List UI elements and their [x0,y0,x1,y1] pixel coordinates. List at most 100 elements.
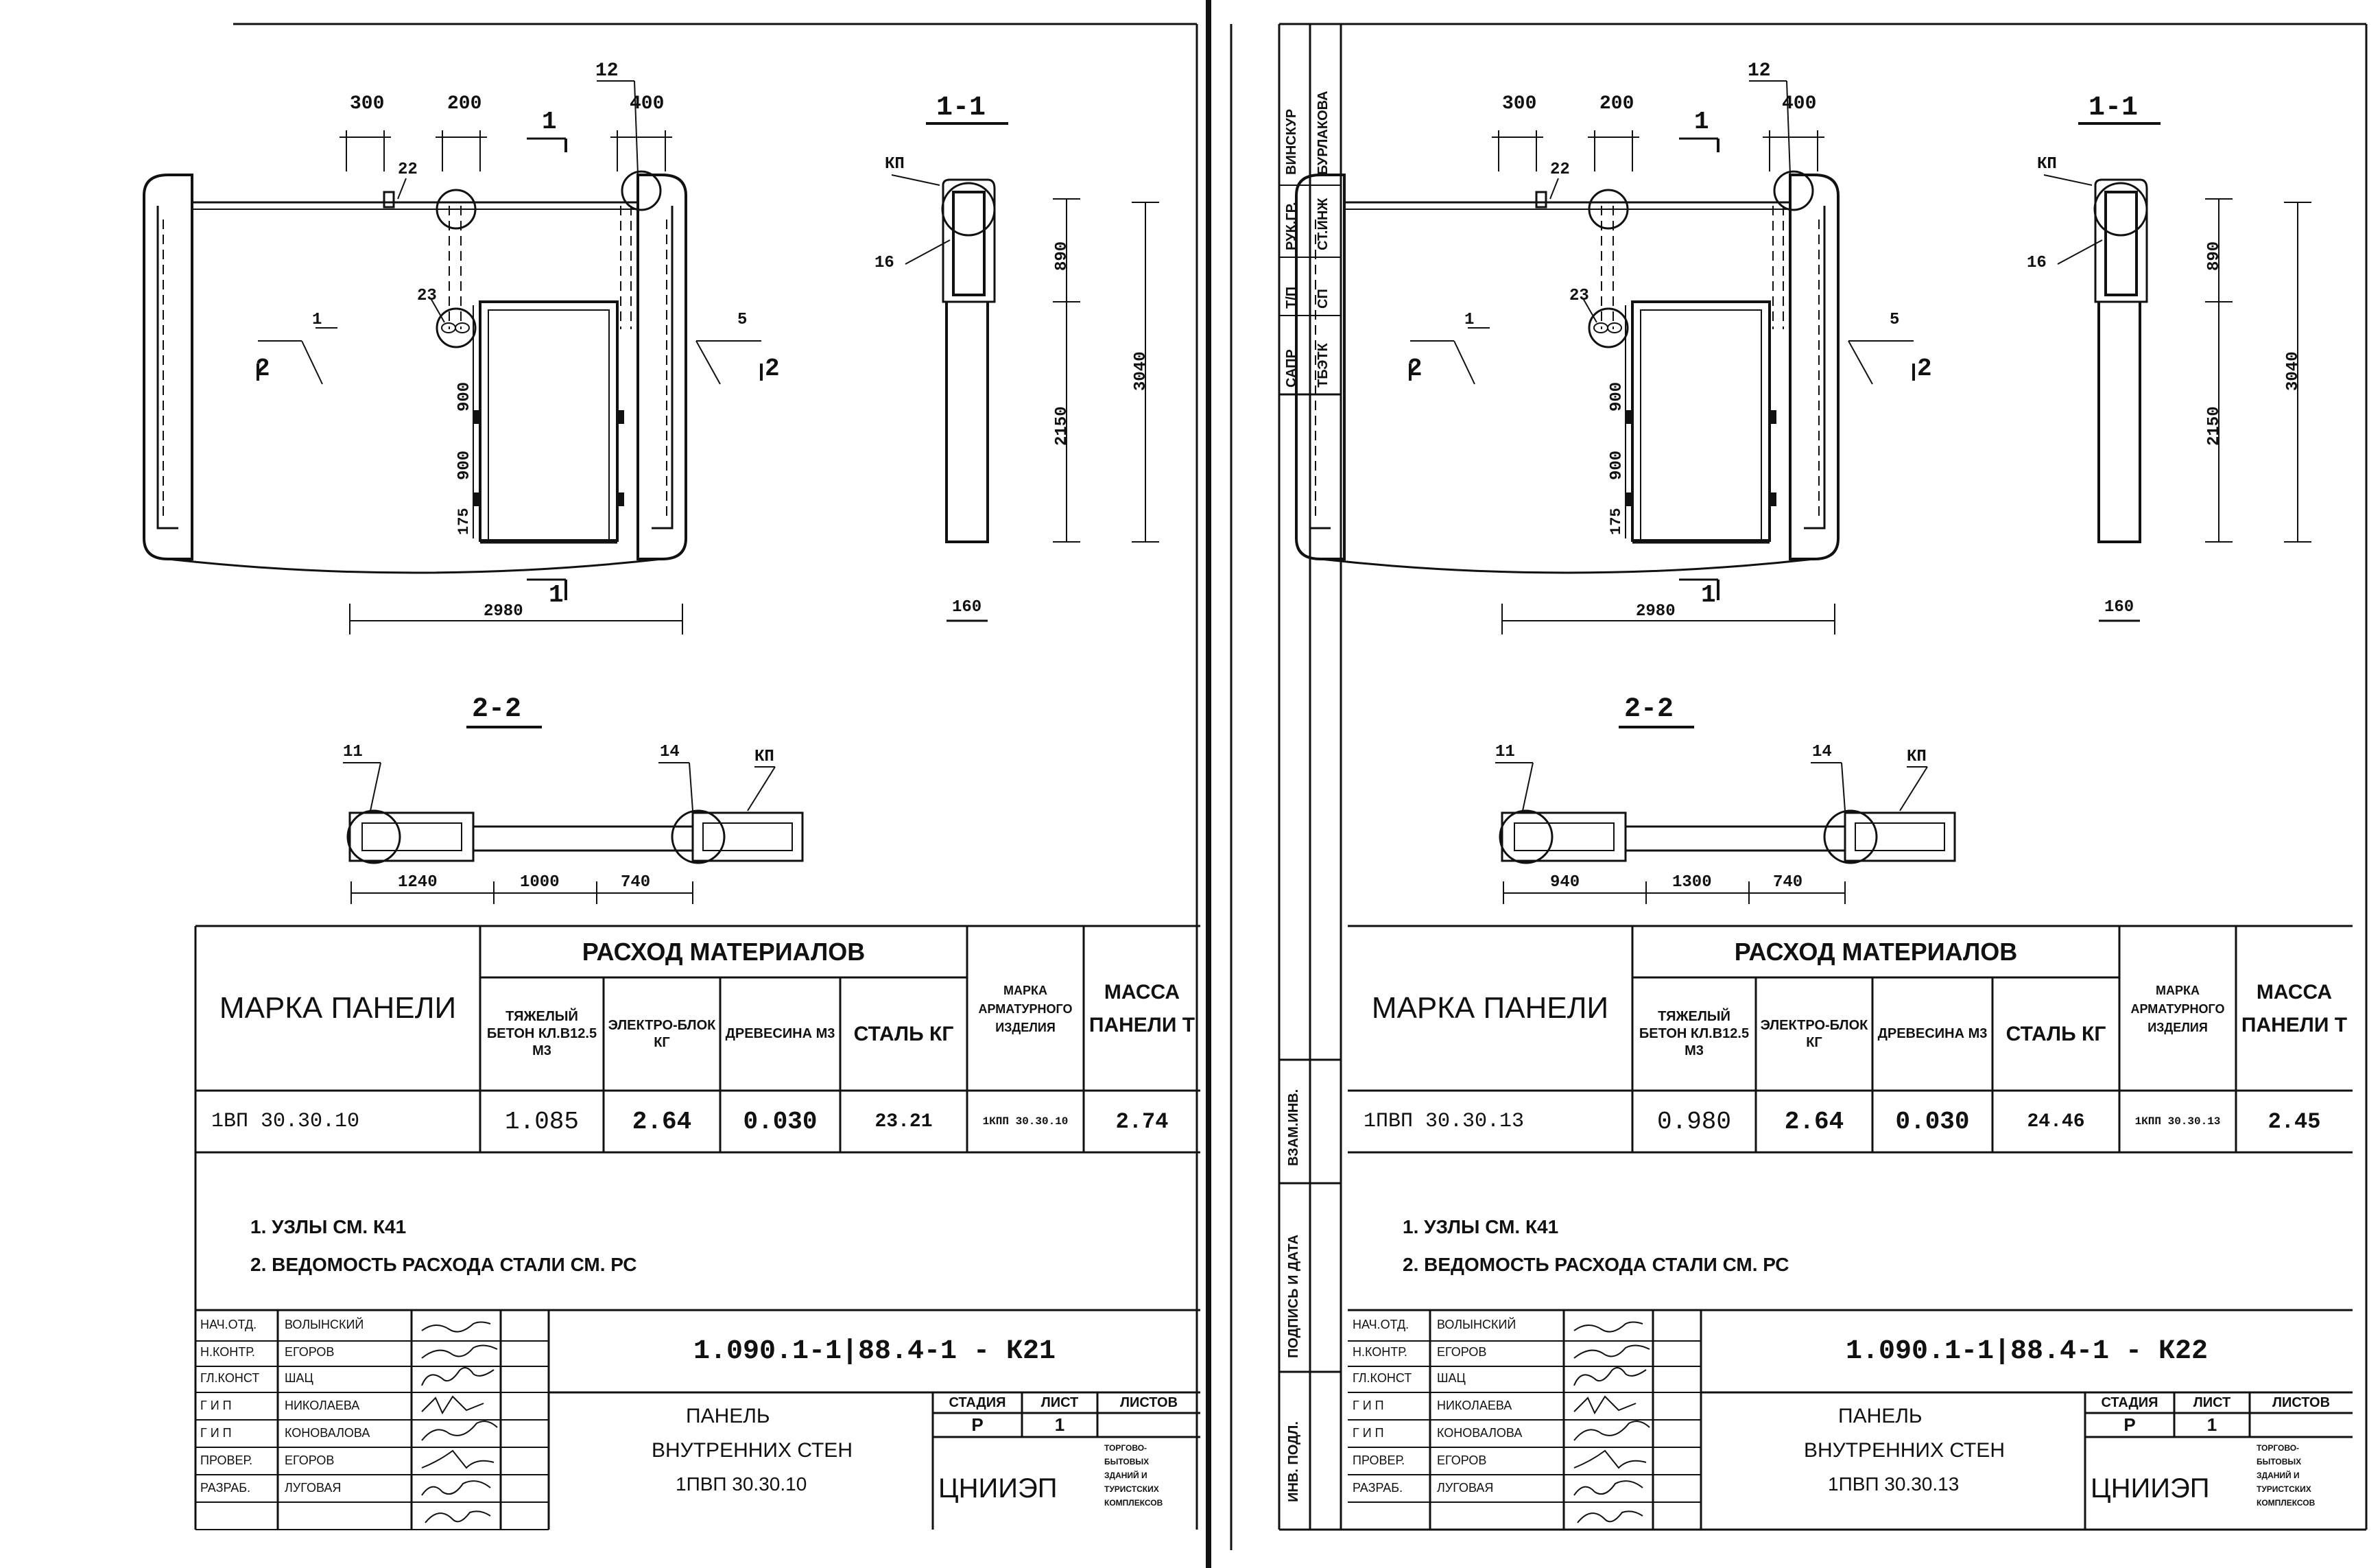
col-dreves: ДРЕВЕСИНА М3 [725,1026,835,1041]
row-arm: 1КПП 30.30.13 [2134,1115,2221,1128]
dim-2-2-b: 1300 [1672,873,1712,892]
role-2: Н.КОНТР. [1353,1345,1407,1359]
stamp-org: ЦНИИЭП [2091,1473,2210,1504]
stamp-title-2: ВНУТРЕННИХ СТЕН [652,1439,853,1462]
stamp-org-note-2: БЫТОВЫХ [1104,1457,1150,1466]
row-elektro: 2.64 [632,1107,692,1136]
signatures [421,1321,498,1523]
col-massa: МАССА ПАНЕЛИ Т [2241,981,2348,1036]
stamp-stage: Р [2123,1414,2136,1435]
callout-kp-2: КП [754,748,774,766]
dim-300: 300 [350,93,385,115]
role-6: ПРОВЕР. [1353,1453,1405,1467]
margin-bottom-2: ПОДПИСЬ И ДАТА [1286,1234,1301,1358]
col-beton: ТЯЖЕЛЫЙ БЕТОН КЛ.В12.5 М3 [1639,1009,1750,1058]
section-mark-1-bottom: 1 [1701,581,1716,609]
section-mark-2-right: 2 [765,355,780,383]
callout-16: 16 [874,254,894,272]
stamp-sheet-label: ЛИСТ [1040,1394,1079,1410]
sheet-linework [143,80,1200,1530]
name-4: НИКОЛАЕВА [1437,1399,1512,1412]
section-1-1-drawing [891,122,1159,622]
callout-23: 23 [417,287,437,305]
name-5: КОНОВАЛОВА [285,1426,370,1440]
section-mark-2-left: 2 [255,355,270,383]
row-dreves: 0.030 [1895,1107,1970,1136]
dim-2980: 2980 [484,602,523,621]
row-beton: 1.085 [504,1107,580,1136]
sheet-k22: 300 200 400 12 22 23 1 5 2 2 1 1 2980 90… [1152,0,2353,1568]
callout-14: 14 [1812,743,1832,761]
col-marka-arm: МАРКА АРМАТУРНОГО ИЗДЕЛИЯ [2130,983,2225,1034]
callout-kp: КП [885,155,905,174]
role-7: РАЗРАБ. [1353,1481,1403,1495]
section-1-1-drawing [2043,122,2311,622]
role-7: РАЗРАБ. [200,1481,251,1495]
panel-elevation [1295,80,1915,634]
dim-300: 300 [1502,93,1537,115]
stamp-org-note-3: ЗДАНИЙ И [2257,1471,2300,1480]
role-4: Г И П [1353,1399,1384,1412]
stamp-sheets-label: ЛИСТОВ [2272,1394,2331,1410]
role-1: НАЧ.ОТД. [200,1318,257,1331]
name-7: ЛУГОВАЯ [285,1481,342,1495]
dim-200: 200 [1599,93,1634,115]
margin-value-2: СП [1316,289,1331,309]
dim-2-2-a: 940 [1550,873,1580,892]
table-header-marka: МАРКА ПАНЕЛИ [219,991,457,1025]
table-header-marka: МАРКА ПАНЕЛИ [1371,991,1609,1025]
col-stal: СТАЛЬ КГ [853,1022,954,1045]
stamp-sheet: 1 [1054,1414,1065,1435]
name-4: НИКОЛАЕВА [285,1399,360,1412]
section-1-1-title: 1-1 [936,93,986,123]
col-dreves: ДРЕВЕСИНА М3 [1877,1026,1988,1041]
callout-16: 16 [2027,254,2047,272]
name-3: ШАЦ [285,1371,313,1385]
section-1-1-title: 1-1 [2089,93,2139,123]
dim-2-2-c: 740 [1773,873,1803,892]
section-2-2-title: 2-2 [1624,694,1674,725]
name-2: ЕГОРОВ [1437,1345,1487,1359]
section-mark-1-top: 1 [1694,108,1709,136]
stamp-org-note-5: КОМПЛЕКСОВ [2257,1498,2316,1508]
margin-role-1: САПР [1284,349,1299,388]
stamp-stage-label: СТАДИЯ [2101,1394,2158,1410]
role-5: Г И П [200,1426,232,1440]
role-3: ГЛ.КОНСТ [1353,1371,1412,1385]
stamp-org-note-1: ТОРГОВО- [2257,1443,2300,1453]
row-marka: 1ПВП 30.30.13 [1364,1110,1525,1133]
callout-1: 1 [312,311,322,329]
dim-200: 200 [447,93,482,115]
col-beton: ТЯЖЕЛЫЙ БЕТОН КЛ.В12.5 М3 [486,1009,597,1058]
materials-table-grid [195,925,1200,1154]
row-dreves: 0.030 [743,1107,818,1136]
callout-5: 5 [1890,311,1900,329]
col-elektro: ЭЛЕКТРО-БЛОК КГ [1760,1017,1868,1050]
callout-22: 22 [398,161,418,179]
table-header-rashod: РАСХОД МАТЕРИАЛОВ [582,937,866,966]
name-6: ЕГОРОВ [1437,1453,1487,1467]
stamp-org-note-4: ТУРИСТСКИХ [2257,1484,2311,1494]
stamp-org-note-4: ТУРИСТСКИХ [1104,1484,1159,1494]
stamp-org-note-2: БЫТОВЫХ [2257,1457,2302,1466]
sheet-k21: 300 200 400 12 22 23 1 5 2 2 1 1 2980 90… [0,0,1200,1568]
stamp-sheet: 1 [2206,1414,2217,1435]
note-1: 1. УЗЛЫ СМ. К41 [1403,1216,1559,1237]
materials-table-grid [1348,925,2353,1154]
name-1: ВОЛЫНСКИЙ [285,1318,364,1331]
margin-role-3: РУК.ГР. [1284,202,1299,250]
table-header-rashod: РАСХОД МАТЕРИАЛОВ [1734,937,2018,966]
document-code: 1.090.1-1|88.4-1 - К22 [1845,1335,2209,1367]
dim-2-2-c: 740 [621,873,651,892]
role-2: Н.КОНТР. [200,1345,255,1359]
section-mark-1-top: 1 [542,108,557,136]
name-5: КОНОВАЛОВА [1437,1426,1523,1440]
stamp-sheets-label: ЛИСТОВ [1119,1394,1178,1410]
margin-role-2: Т/П [1284,286,1299,309]
margin-value-4: БУРЛАКОВА [1316,91,1331,175]
row-massa: 2.74 [1115,1108,1169,1135]
callout-11: 11 [1495,743,1515,761]
stamp-title-2: ВНУТРЕННИХ СТЕН [1804,1439,2005,1462]
margin-value-3: СТ.ИНЖ [1316,198,1331,250]
